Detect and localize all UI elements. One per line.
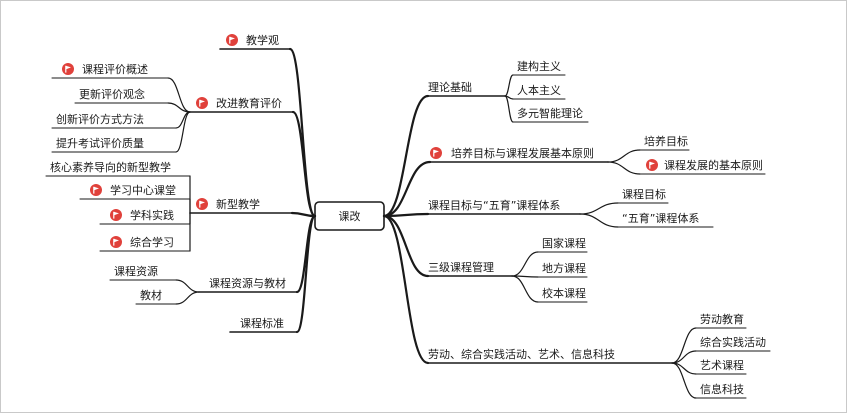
subtopic-left-2-1[interactable]: 学习中心课堂 — [110, 183, 176, 197]
subtopic-right-4-3[interactable]: 信息科技 — [700, 382, 744, 396]
subtopic-right-0-1[interactable]: 人本主义 — [517, 83, 561, 97]
subtopic-right-3-2[interactable]: 校本课程 — [542, 286, 586, 300]
main-branch-line — [295, 214, 317, 334]
topic-left-0[interactable]: 教学观 — [246, 33, 279, 47]
topic-right-1[interactable]: 培养目标与课程发展基本原则 — [451, 146, 594, 160]
flag-icon — [110, 209, 122, 221]
flag-icon — [646, 159, 658, 171]
topic-left-1[interactable]: 改进教育评价 — [216, 96, 282, 110]
sub-branch-line — [511, 251, 539, 277]
subtopic-right-0-2[interactable]: 多元智能理论 — [517, 106, 583, 120]
sub-branch-line — [607, 161, 641, 175]
sub-branch-line — [579, 213, 619, 228]
topic-left-2[interactable]: 新型教学 — [216, 197, 260, 211]
subtopic-right-2-1[interactable]: “五育”课程体系 — [622, 211, 699, 225]
main-branch-line — [382, 160, 432, 218]
subtopic-left-3-0[interactable]: 课程资源 — [114, 264, 158, 278]
sub-branch-line — [504, 74, 514, 97]
subtopic-left-1-3[interactable]: 提升考试评价质量 — [56, 137, 144, 150]
flag-icon — [90, 184, 102, 196]
subtopic-left-1-0[interactable]: 课程评价概述 — [82, 63, 148, 76]
subtopic-right-1-1[interactable]: 课程发展的基本原则 — [664, 158, 763, 172]
subtopic-right-2-0[interactable]: 课程目标 — [622, 187, 666, 201]
main-branch-line — [382, 214, 430, 278]
topic-left-3[interactable]: 课程资源与教材 — [209, 276, 286, 290]
sub-branch-line — [175, 291, 200, 305]
sub-branch-line — [671, 350, 697, 364]
sub-branch-line — [607, 149, 641, 163]
subtopic-right-1-0[interactable]: 培养目标 — [644, 134, 688, 148]
subtopic-right-4-2[interactable]: 艺术课程 — [700, 359, 744, 372]
main-branch-line — [288, 47, 317, 218]
flag-icon — [62, 63, 74, 75]
subtopic-right-3-1[interactable]: 地方课程 — [542, 261, 586, 275]
main-branch-line — [382, 94, 430, 218]
topic-left-4[interactable]: 课程标准 — [240, 316, 284, 330]
sub-branch-line — [671, 327, 697, 364]
topic-right-3[interactable]: 三级课程管理 — [428, 260, 494, 274]
topic-right-4[interactable]: 劳动、综合实践活动、艺术、信息科技 — [428, 347, 615, 361]
subtopic-left-3-1[interactable]: 教材 — [140, 288, 162, 302]
subtopic-left-2-3[interactable]: 综合学习 — [130, 235, 174, 249]
flag-icon — [430, 147, 442, 159]
main-branch-line — [290, 211, 317, 218]
subtopic-left-2-2[interactable]: 学科实践 — [130, 208, 174, 222]
central-topic-label[interactable]: 课改 — [339, 209, 361, 223]
flag-icon — [196, 97, 208, 109]
sub-branch-line — [511, 275, 539, 303]
main-branch-line — [382, 214, 430, 365]
topic-right-2[interactable]: 课程目标与“五育”课程体系 — [428, 198, 560, 212]
sub-branch-line — [175, 111, 191, 153]
main-branch-line — [291, 110, 317, 218]
topic-right-0[interactable]: 理论基础 — [428, 80, 472, 94]
sub-branch-line — [167, 102, 191, 113]
subtopic-right-0-0[interactable]: 建构主义 — [517, 59, 561, 73]
flag-icon — [110, 236, 122, 248]
sub-branch-line — [579, 202, 619, 215]
subtopic-left-2-0[interactable]: 核心素养导向的新型教学 — [50, 160, 171, 174]
subtopic-left-1-2[interactable]: 创新评价方式方法 — [56, 112, 144, 126]
sub-branch-line — [175, 279, 200, 293]
flag-icon — [226, 34, 238, 46]
subtopic-right-3-0[interactable]: 国家课程 — [542, 236, 586, 250]
subtopic-right-4-0[interactable]: 劳动教育 — [700, 312, 744, 326]
subtopic-left-1-1[interactable]: 更新评价观念 — [79, 87, 145, 101]
subtopic-right-4-1[interactable]: 综合实践活动 — [700, 335, 766, 349]
sub-branch-line — [671, 362, 697, 399]
sub-branch-line — [504, 95, 514, 123]
flag-icon — [196, 198, 208, 210]
sub-branch-line — [167, 77, 191, 113]
